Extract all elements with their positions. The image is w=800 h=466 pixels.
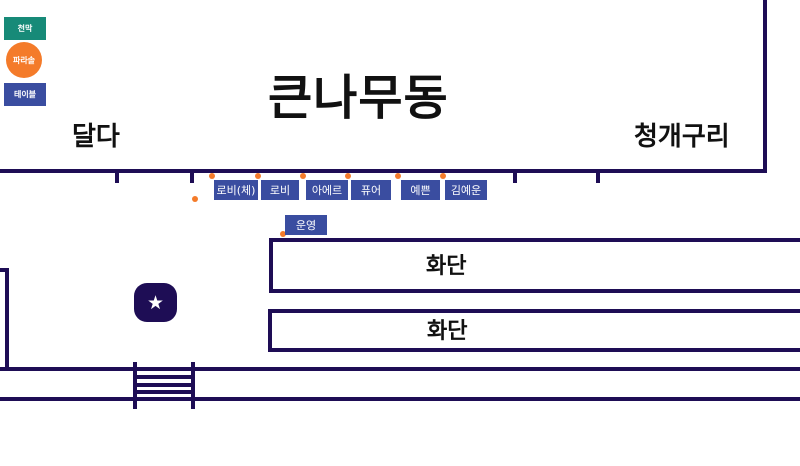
star-icon: ★	[146, 291, 165, 314]
table-tag: 김예운	[445, 180, 487, 200]
table-tag: 로비	[261, 180, 299, 200]
legend-parasol: 파라솔	[6, 42, 42, 78]
left-building-wall	[0, 268, 9, 369]
table-tag: 예쁜	[401, 180, 440, 200]
table-tag: 로비(체)	[214, 180, 258, 200]
main-hall-wall	[0, 0, 767, 173]
parasol-dot	[300, 173, 306, 179]
parasol-dot	[345, 173, 351, 179]
parasol-dot	[209, 173, 215, 179]
legend-table: 테이블	[4, 83, 46, 106]
flowerbed-2-outline	[268, 309, 800, 352]
right-area-label: 청개구리	[634, 122, 730, 152]
legend-tent: 천막	[4, 17, 46, 40]
left-area-label: 달다	[72, 122, 120, 152]
flowerbed-2-label: 화단	[427, 319, 468, 344]
table-tag: 아에르	[306, 180, 348, 200]
flowerbed-1-outline	[269, 238, 800, 293]
star-marker[interactable]: ★	[134, 283, 177, 322]
parasol-dot	[395, 173, 401, 179]
table-tag: 운영	[285, 215, 327, 235]
parasol-dot	[192, 196, 198, 202]
parasol-dot	[255, 173, 261, 179]
flowerbed-1-label: 화단	[426, 254, 467, 279]
table-tag: 퓨어	[351, 180, 391, 200]
parasol-dot	[280, 231, 286, 237]
parasol-dot	[440, 173, 446, 179]
main-hall-label: 큰나무동	[268, 70, 449, 126]
